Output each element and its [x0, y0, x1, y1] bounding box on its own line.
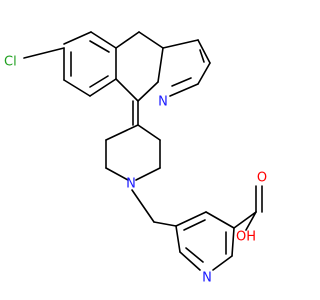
bond-line [105, 124, 139, 141]
bond-lines [23, 31, 263, 271]
bond-line [183, 219, 206, 231]
bond-line [231, 227, 235, 257]
bond-line [63, 79, 91, 97]
bond-line [63, 31, 92, 45]
bond-line [171, 77, 192, 87]
bond-line [115, 78, 139, 102]
bond-line [245, 211, 257, 231]
bond-line [90, 31, 117, 49]
hydroxyl-label: OH [236, 230, 256, 245]
bond-line [131, 189, 155, 223]
carbonyl-oxygen-label: O [257, 171, 267, 186]
bond-line [199, 49, 205, 63]
bond-line [137, 81, 159, 102]
bond-line [89, 78, 117, 97]
bond-line [89, 40, 110, 53]
molecule-svg: Cl N N N O OH [4, 31, 267, 286]
bond-line [197, 39, 211, 64]
pyridine-nitrogen-lower-label: N [202, 271, 212, 286]
piperidine-nitrogen-label: N [126, 177, 136, 192]
bond-line [135, 167, 161, 181]
bond-line [175, 211, 207, 227]
bond-line [175, 225, 181, 253]
bond-line [205, 211, 235, 229]
bond-line [137, 124, 161, 141]
bond-line [179, 251, 201, 271]
bond-line [89, 75, 109, 88]
bond-line [157, 47, 164, 83]
bond-line [197, 62, 211, 85]
bond-line [169, 83, 199, 97]
bond-line [138, 31, 164, 49]
bond-line [115, 31, 140, 49]
bond-line [233, 211, 257, 229]
structure-diagram: Cl N N N O OH [4, 31, 268, 286]
bond-line [23, 47, 65, 59]
bond-line [212, 255, 233, 271]
pyridine-nitrogen-fused-label: N [158, 95, 168, 110]
bond-line [105, 167, 129, 181]
chlorine-label: Cl [4, 55, 17, 70]
bond-line [153, 221, 177, 227]
bond-line [162, 39, 199, 49]
bond-line [185, 247, 204, 263]
